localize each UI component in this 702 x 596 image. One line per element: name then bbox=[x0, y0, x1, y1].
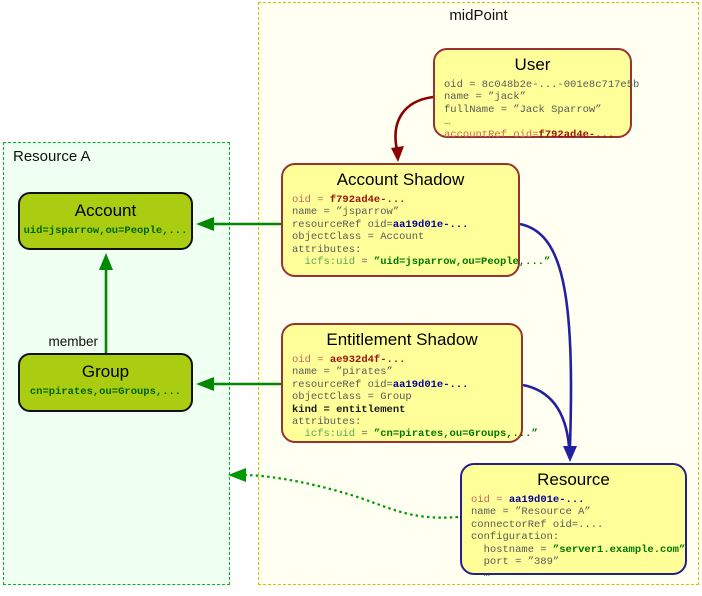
attribute-line: port = ”389” bbox=[471, 556, 560, 569]
attribute-line: resourceRef oid=aa19d01e-... bbox=[292, 378, 469, 391]
attribute-line: resourceRef oid=aa19d01e-... bbox=[292, 218, 469, 231]
attribute-line: oid = f792ad4e-... bbox=[292, 194, 406, 206]
resource-box: Resource oid = aa19d01e-...name = ”Resou… bbox=[460, 463, 687, 580]
entitlement-shadow-box-title: Entitlement Shadow bbox=[326, 330, 478, 349]
attribute-line: connectorRef oid=.... bbox=[471, 518, 604, 531]
group-box-dn: cn=pirates,ou=Groups,... bbox=[29, 386, 182, 398]
attribute-line: icfs:uid = ”cn=pirates,ou=Groups,...” bbox=[292, 428, 538, 441]
group-box: Group cn=pirates,ou=Groups,... bbox=[18, 353, 193, 412]
midpoint-zone-title: midPoint bbox=[449, 7, 508, 24]
member-label: member bbox=[48, 334, 98, 349]
attribute-line: fullName = ”Jack Sparrow” bbox=[444, 103, 602, 116]
account-box: Account uid=jsparrow,ou=People,... bbox=[18, 192, 193, 250]
attribute-line: name = ”Resource A” bbox=[471, 506, 591, 519]
attribute-line: kind = entitlement bbox=[292, 403, 406, 416]
user-box-title: User bbox=[514, 55, 551, 74]
resource-a-zone-title: Resource A bbox=[13, 148, 91, 165]
attribute-line: attributes: bbox=[292, 416, 362, 429]
attribute-line: … bbox=[444, 116, 451, 129]
account-box-title: Account bbox=[74, 201, 137, 220]
entitlement-shadow-box: Entitlement Shadow oid = ae932d4f-...nam… bbox=[281, 323, 538, 443]
attribute-line: name = ”jsparrow” bbox=[292, 206, 400, 219]
resource-box-body: oid = aa19d01e-...name = ”Resource A”con… bbox=[471, 494, 685, 581]
account-shadow-box: Account Shadow oid = f792ad4e-...name = … bbox=[281, 163, 551, 277]
attribute-line: accountRef oid=f792ad4e-... bbox=[444, 128, 615, 141]
attribute-line: objectClass = Account bbox=[292, 231, 425, 244]
resource-box-title: Resource bbox=[537, 470, 610, 489]
account-box-dn: uid=jsparrow,ou=People,... bbox=[23, 225, 188, 237]
group-box-title: Group bbox=[81, 362, 130, 381]
attribute-line: oid = 8c048b2e-...-001e8c717e5b bbox=[444, 79, 640, 91]
attribute-line: attributes: bbox=[292, 243, 362, 256]
attribute-line: oid = ae932d4f-... bbox=[292, 354, 406, 366]
attribute-line: hostname = ”server1.example.com” bbox=[471, 543, 686, 556]
attribute-line: icfs:uid = ”uid=jsparrow,ou=People,...” bbox=[292, 256, 551, 269]
attribute-line: configuration: bbox=[471, 531, 560, 544]
attribute-line: name = ”jack” bbox=[444, 91, 526, 104]
attribute-line: name = ”pirates” bbox=[292, 366, 393, 379]
entitlement-shadow-box-body: oid = ae932d4f-...name = ”pirates”resour… bbox=[292, 354, 538, 441]
account-shadow-box-title: Account Shadow bbox=[336, 170, 465, 189]
attribute-line: … bbox=[471, 568, 490, 581]
attribute-line: objectClass = Group bbox=[292, 391, 412, 404]
account-shadow-box-body: oid = f792ad4e-...name = ”jsparrow”resou… bbox=[292, 194, 551, 269]
attribute-line: oid = aa19d01e-... bbox=[471, 494, 585, 506]
